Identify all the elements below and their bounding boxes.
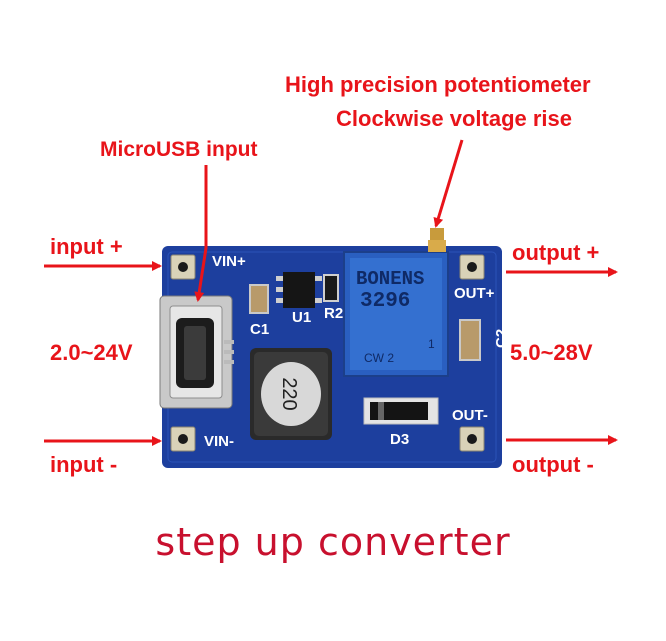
input-minus-label: input - bbox=[50, 452, 118, 477]
microusb-connector bbox=[159, 295, 234, 409]
mounting-pads bbox=[170, 254, 485, 452]
potentiometer bbox=[343, 228, 449, 377]
inductor bbox=[250, 348, 332, 440]
caption: step up converter bbox=[155, 520, 511, 564]
output-plus-label: output + bbox=[512, 240, 600, 265]
resistor-r2 bbox=[323, 274, 339, 302]
output-minus-label: output - bbox=[512, 452, 594, 477]
diode-d3 bbox=[363, 397, 439, 425]
capacitor-c2 bbox=[459, 319, 481, 361]
chip-u1 bbox=[276, 272, 322, 308]
input-range-label: 2.0~24V bbox=[50, 340, 133, 365]
silk-vin-minus: VIN- bbox=[204, 433, 234, 450]
silk-c1: C1 bbox=[250, 321, 269, 338]
potentiometer-label-line2: Clockwise voltage rise bbox=[336, 106, 572, 131]
pot-model: 3296 bbox=[360, 290, 410, 313]
silk-u1: U1 bbox=[292, 309, 311, 326]
annotation-arrows bbox=[44, 139, 618, 446]
inductor-marking: 220 bbox=[278, 377, 300, 410]
pot-brand: BONENS bbox=[356, 268, 424, 290]
output-range-label: 5.0~28V bbox=[510, 340, 593, 365]
potentiometer-label-line1: High precision potentiometer bbox=[285, 72, 591, 97]
silk-out-minus: OUT- bbox=[452, 407, 488, 424]
input-plus-label: input + bbox=[50, 234, 123, 259]
pot-one: 1 bbox=[428, 337, 435, 351]
silk-r2: R2 bbox=[324, 305, 343, 322]
pot-cw: CW 2 bbox=[364, 351, 394, 365]
microusb-label: MicroUSB input bbox=[100, 138, 258, 161]
silk-vin-plus: VIN+ bbox=[212, 253, 246, 270]
silk-c2: C2 bbox=[493, 329, 510, 348]
silk-out-plus: OUT+ bbox=[454, 285, 495, 302]
silk-d3: D3 bbox=[390, 431, 409, 448]
capacitor-c1 bbox=[249, 284, 269, 314]
